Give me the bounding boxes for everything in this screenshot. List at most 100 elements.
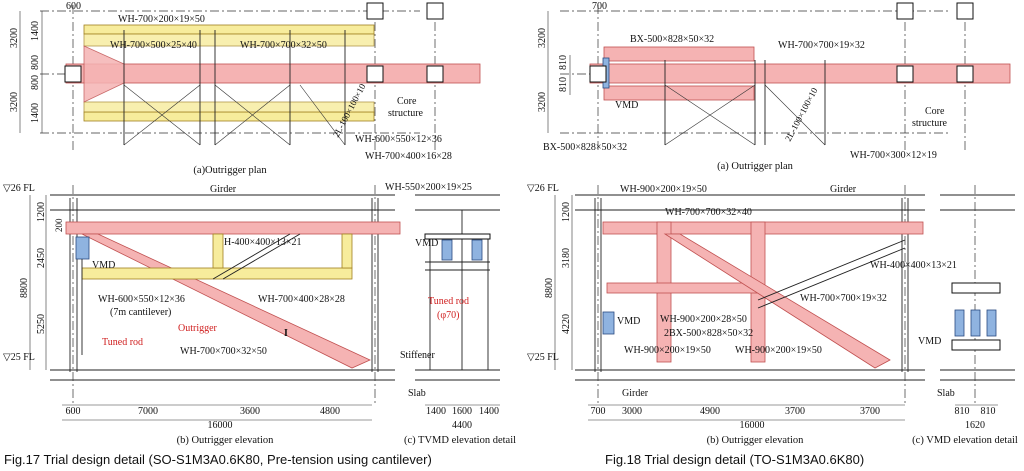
floor-label: ▽25 FL (527, 352, 559, 363)
left-elevation: I 1200 200 2450 8800 5250 ▽26 FL ▽25 FL … (3, 183, 401, 446)
label-wh550: WH-550×200×19×25 (385, 182, 472, 193)
yellow-post (341, 233, 353, 269)
detail-plate (951, 282, 1001, 294)
dim-label: 1400 (30, 21, 41, 41)
label-wh900-br: WH-900×200×19×50 (735, 345, 822, 356)
dim-label: 1620 (965, 420, 985, 431)
vmd-device (471, 239, 483, 261)
label-wh900: WH-900×200×19×50 (620, 184, 707, 195)
detail-plate (424, 233, 491, 240)
column-box (956, 65, 974, 83)
dim-label: 1400 (479, 406, 499, 417)
pink-outrigger-band (589, 63, 1011, 84)
right-detail: VMD Slab 810 810 1620 (c) VMD elevation … (912, 185, 1018, 446)
dim-label: 4900 (700, 406, 720, 417)
pink-taper (83, 45, 125, 103)
label-bx: 2BX-500×828×50×32 (664, 328, 753, 339)
dim-label: 1200 (36, 202, 47, 222)
vmd-device (602, 311, 615, 335)
yellow-beam-top (83, 24, 375, 35)
vmd-device (75, 236, 90, 260)
dim-label: 810 (981, 406, 996, 417)
right-elevation: 1200 3180 8800 4220 ▽26 FL ▽25 FL WH-900… (527, 183, 957, 446)
dim-label: 4800 (320, 406, 340, 417)
dim-label: 3200 (9, 28, 20, 48)
dim-label: 7000 (138, 406, 158, 417)
pink-diagonal (663, 233, 891, 369)
yellow-fill (83, 33, 375, 47)
label-structure: structure (912, 118, 948, 129)
top-dim: 700 (592, 1, 607, 12)
label-wh700-500: WH-700×500×25×40 (110, 40, 197, 51)
label-core: Core (925, 106, 945, 117)
dim-label: 200 (54, 218, 64, 232)
caption: (c) VMD elevation detail (912, 435, 1018, 446)
caption: (b) Outrigger elevation (177, 435, 275, 446)
yellow-fill (83, 101, 375, 113)
label-tuned-rod: Tuned rod (428, 296, 469, 307)
dim-label: 16000 (208, 420, 233, 431)
label-slab: Slab (408, 388, 426, 399)
column-box (426, 65, 444, 83)
column-box (426, 2, 444, 20)
pink-beam-mid (606, 282, 758, 294)
girder-label: Girder (622, 388, 649, 399)
label-bx-bot: BX-500×828×50×32 (543, 142, 627, 153)
brace (214, 84, 291, 146)
floor-label: ▽26 FL (3, 183, 35, 194)
caption: (c) TVMD elevation detail (404, 435, 516, 446)
figure-caption: Fig.17 Trial design detail (SO-S1M3A0.6K… (4, 452, 432, 467)
dim-label: 3180 (561, 248, 572, 268)
pink-bx (603, 46, 755, 62)
dim-label: 3700 (785, 406, 805, 417)
label-wh700-700: WH-700×700×32×50 (240, 40, 327, 51)
dim-label: 3200 (9, 92, 20, 112)
brace (664, 84, 756, 146)
label-wh700-40: WH-700×700×32×40 (665, 207, 752, 218)
column-box (64, 65, 82, 83)
dim-label: 810 (558, 55, 569, 70)
column-box (366, 65, 384, 83)
brace (299, 84, 346, 146)
column-box (896, 65, 914, 83)
dim-label: 700 (591, 406, 606, 417)
column-box (896, 2, 914, 20)
dim-label: 800 (30, 55, 41, 70)
dim-label: 1200 (561, 202, 572, 222)
brace (757, 239, 906, 301)
label-wh700-700: WH-700×700×19×32 (778, 40, 865, 51)
dim-label: 1400 (30, 103, 41, 123)
label-wh600: WH-600×550×12×36 (355, 134, 442, 145)
brace (757, 247, 906, 309)
dim-label: 3000 (622, 406, 642, 417)
left-detail: WH-550×200×19×25 VMD Tuned rod (φ70) Sti… (385, 182, 516, 446)
left-plan: 3200 3200 1400 800 800 1400 600 WH-700×2… (9, 1, 481, 176)
label-structure: structure (388, 108, 424, 119)
top-dim: 600 (66, 1, 81, 12)
dim-label: 8800 (544, 278, 555, 298)
girder-label: Girder (210, 184, 237, 195)
label-wh700-400: WH-700×400×16×28 (365, 151, 452, 162)
dim-label: 1400 (426, 406, 446, 417)
pink-bx (603, 85, 755, 101)
caption: (a)Outrigger plan (193, 165, 267, 176)
caption: (a) Outrigger plan (717, 161, 794, 172)
brace (212, 233, 291, 280)
label-wh700-400: WH-700×400×28×28 (258, 294, 345, 305)
i-marker: I (284, 328, 288, 339)
vmd-device (986, 309, 997, 337)
label-slab: Slab (937, 388, 955, 399)
label-bx-top: BX-500×828×50×32 (630, 34, 714, 45)
vmd-label: VMD (615, 100, 638, 111)
dim-label: 1600 (452, 406, 472, 417)
dim-label: 3200 (537, 92, 548, 112)
label-phi: (φ70) (437, 310, 459, 321)
dim-label: 8800 (19, 278, 30, 298)
label-outrigger: Outrigger (178, 323, 218, 334)
yellow-beam-bottom (83, 111, 375, 122)
brace (764, 84, 826, 146)
brace (222, 233, 301, 280)
label-tuned-rod: Tuned rod (102, 337, 143, 348)
